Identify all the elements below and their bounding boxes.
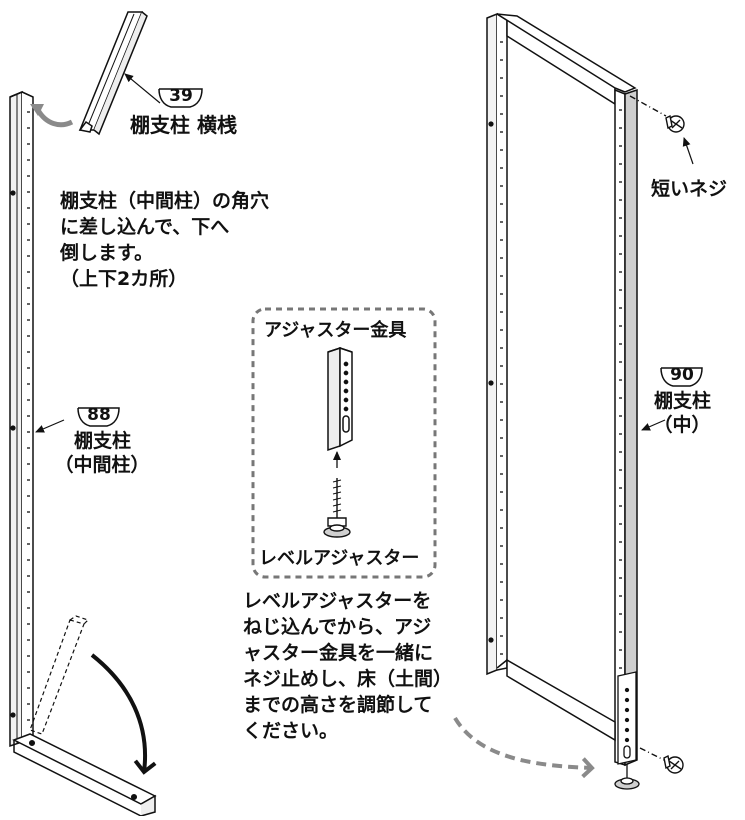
screw-top-icon <box>629 95 685 133</box>
leader-short-screw <box>682 137 694 165</box>
rotate-arrow <box>90 653 157 775</box>
part-90-label: 棚支柱 <box>654 390 712 412</box>
part-number-88: 88 <box>87 405 111 425</box>
leader-90 <box>641 419 666 431</box>
level-adjuster-label: レベルアジャスター <box>259 548 420 569</box>
insert-line-4: （上下2カ所） <box>60 268 188 290</box>
adjust-line-3: ャスター金具を一緒に <box>243 642 434 664</box>
crossbar-bottom <box>12 733 157 817</box>
insert-line-1: 棚支柱（中間柱）の角穴 <box>60 190 270 212</box>
part-88-sublabel: （中間柱） <box>54 454 150 476</box>
frame-adjuster-bracket <box>617 671 637 765</box>
leader-88 <box>35 419 65 433</box>
part-88-label: 棚支柱 <box>74 430 132 452</box>
frame-90-holes <box>500 41 622 669</box>
part-39-label: 棚支柱 横桟 <box>130 113 237 137</box>
insert-line-3: 倒します。 <box>60 242 154 264</box>
part-number-frames <box>77 88 703 427</box>
part-number-39: 39 <box>169 86 193 106</box>
adjust-line-1: レベルアジャスターを <box>243 590 432 612</box>
middle-post-88-dots <box>10 190 16 718</box>
middle-post-88-holes <box>27 111 30 721</box>
part-90-sublabel: （中） <box>653 414 711 436</box>
frame-90-dots <box>488 121 494 643</box>
adjuster-bracket-detail <box>327 346 353 452</box>
leader-39 <box>124 73 161 104</box>
adjust-line-6: ください。 <box>243 720 339 742</box>
middle-post-88 <box>9 90 34 748</box>
crossbar-ghost <box>29 615 90 735</box>
adjust-line-4: ネジ止めし、床（土間） <box>243 668 453 690</box>
screw-bottom-icon <box>639 747 684 774</box>
frame-90 <box>486 12 638 767</box>
adjuster-location-arrow <box>453 716 595 779</box>
adjust-line-2: ねじ込んでから、アジ <box>243 616 432 638</box>
level-adjuster-detail-icon <box>323 478 351 538</box>
short-screw-label: 短いネジ <box>651 178 728 200</box>
crossbar-39-top <box>78 11 148 136</box>
part-number-90: 90 <box>670 365 694 385</box>
adjust-line-5: までの高さを調節して <box>243 694 433 716</box>
insert-arrow-head <box>30 104 44 116</box>
adjuster-detail-box <box>251 307 437 579</box>
adjuster-bracket-label: アジャスター金具 <box>264 320 407 341</box>
insert-line-2: に差し込んで、下へ <box>60 216 230 238</box>
frame-foot <box>614 764 640 790</box>
insert-arrow <box>35 108 74 128</box>
